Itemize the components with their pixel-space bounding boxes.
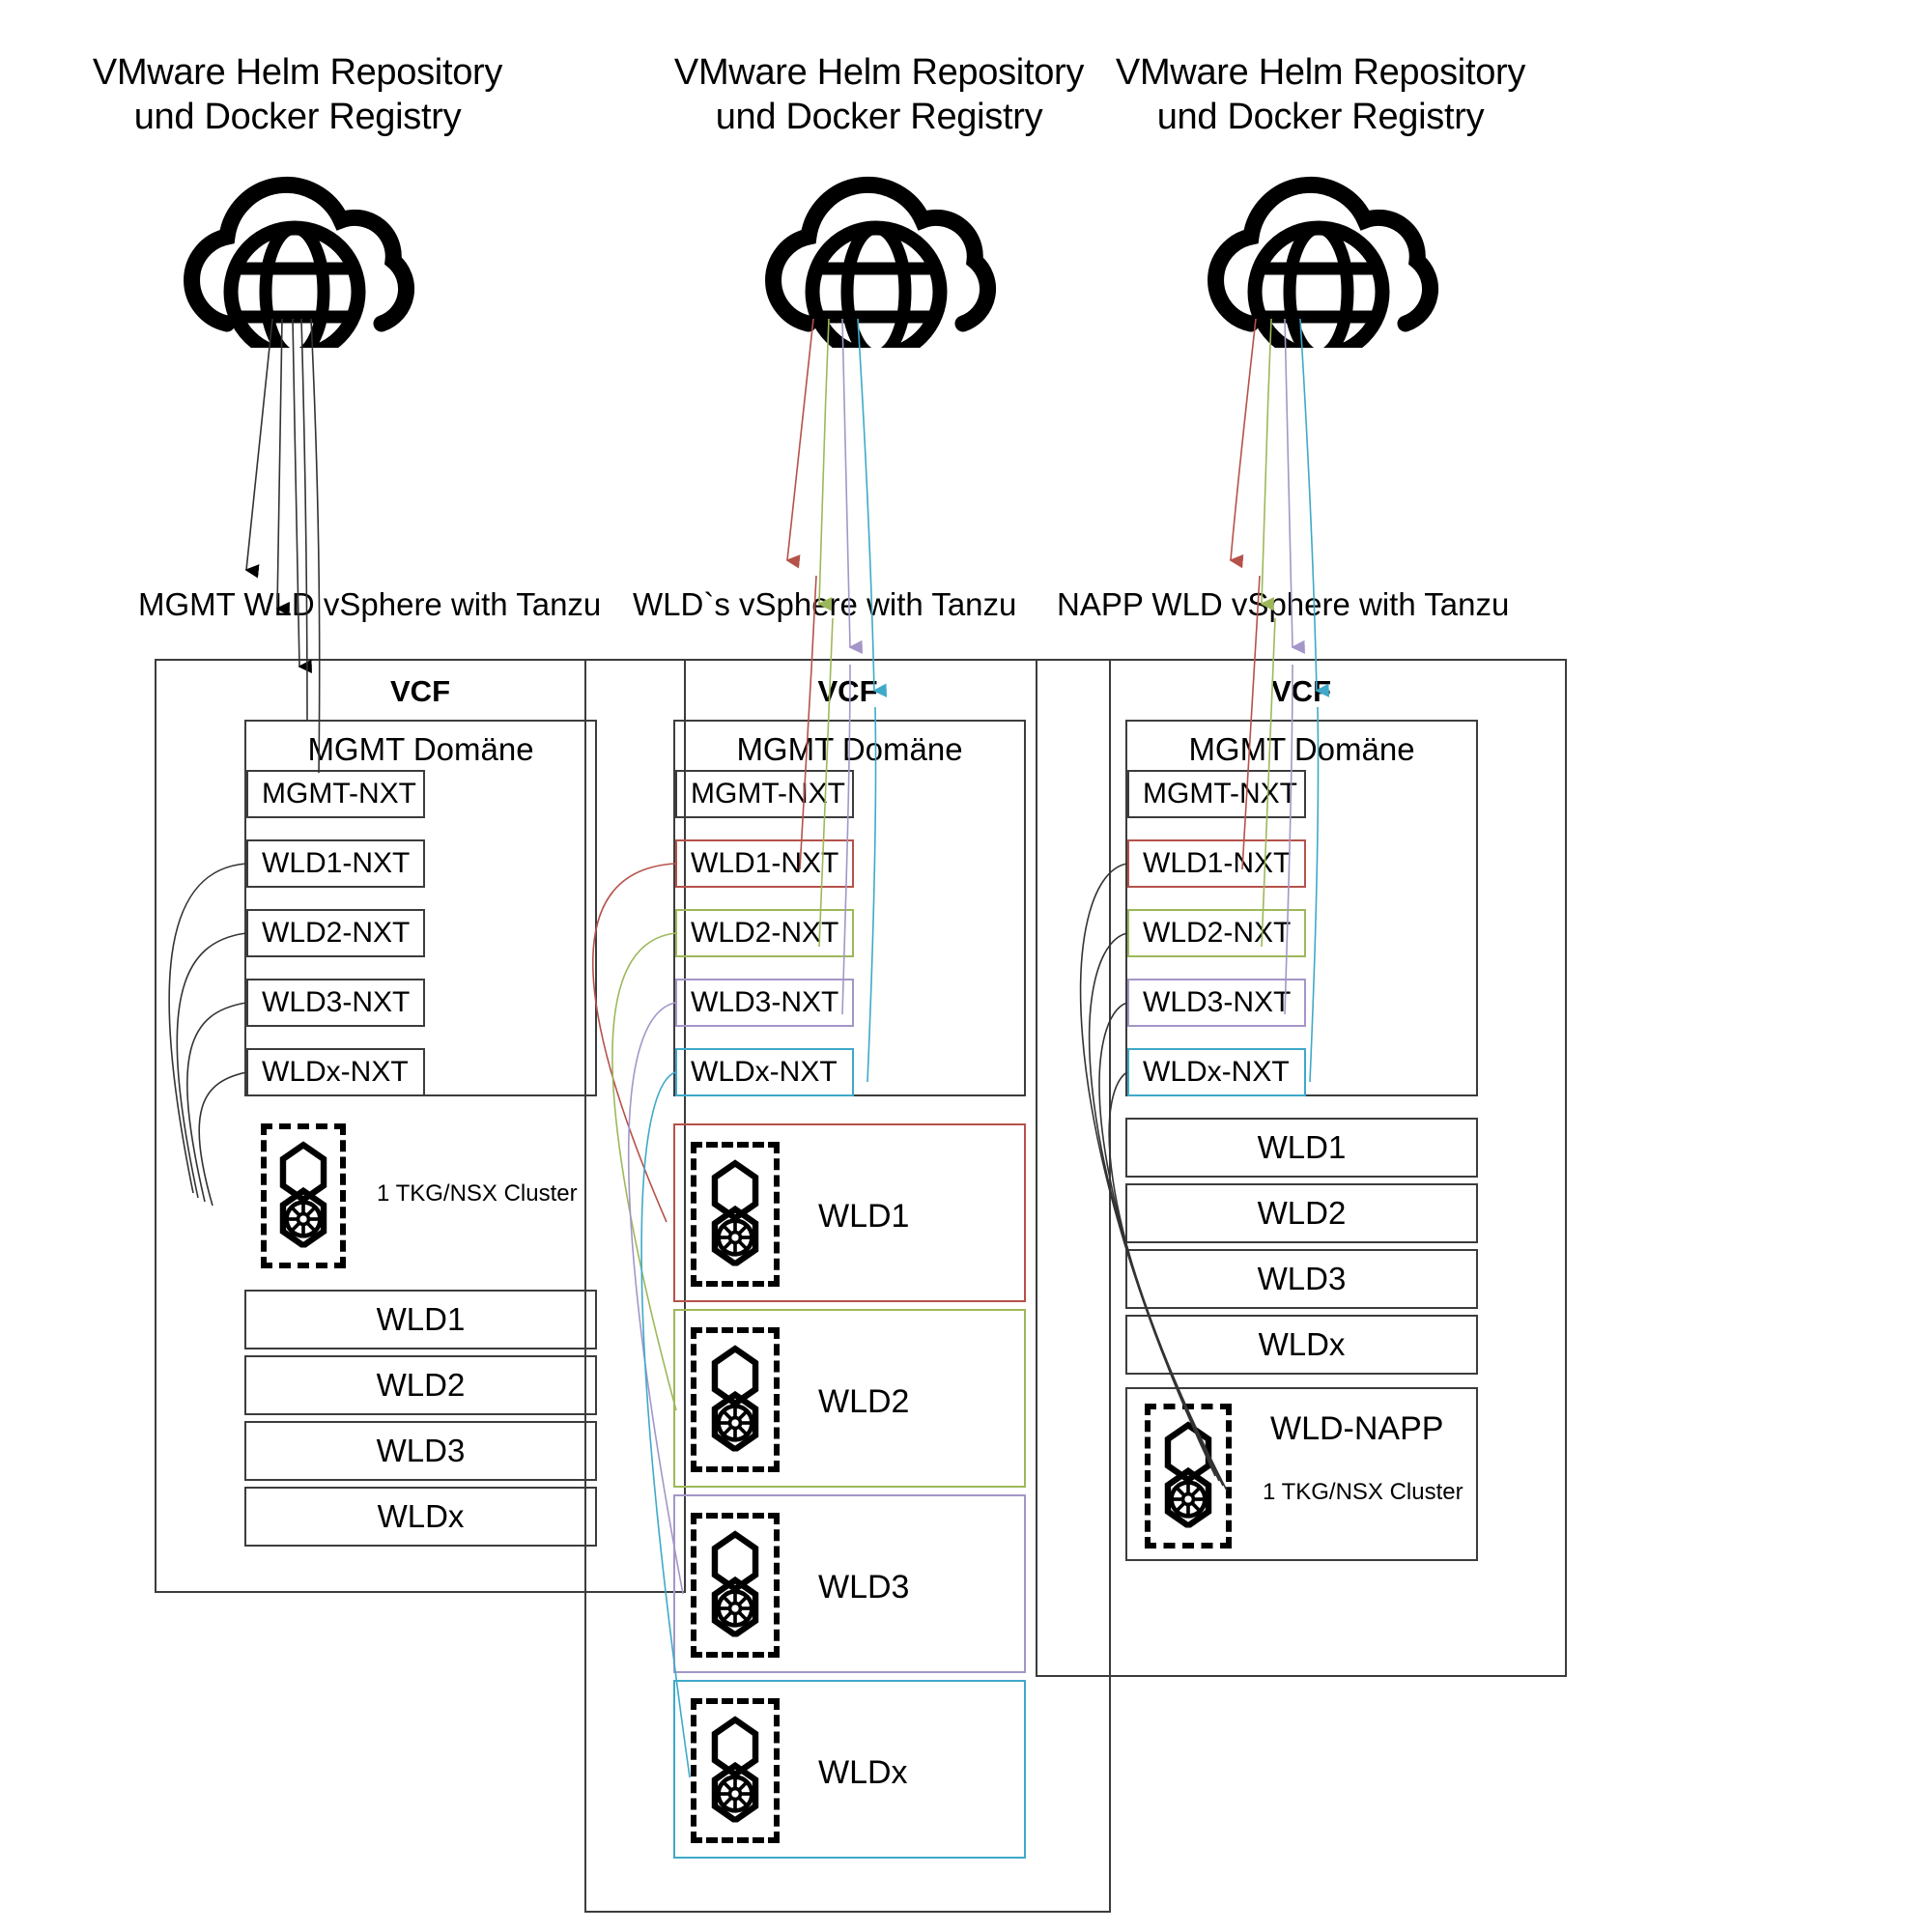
nxt-row-label: WLD1-NXT bbox=[691, 847, 839, 879]
nxt-row-wld2[interactable]: WLD2-NXT bbox=[246, 909, 425, 957]
nxt-row-label: WLD3-NXT bbox=[262, 986, 411, 1018]
cluster-title: WLD1 bbox=[818, 1198, 910, 1235]
wld-row-3[interactable]: WLD3 bbox=[244, 1421, 597, 1481]
tkg-k8s-cluster-icon bbox=[1145, 1404, 1232, 1548]
nxt-row-label: WLD3-NXT bbox=[691, 986, 839, 1018]
cloud-title: VMware Helm Repository und Docker Regist… bbox=[673, 52, 1085, 137]
nxt-row-label: MGMT-NXT bbox=[1143, 778, 1297, 810]
nxt-row-wld1[interactable]: WLD1-NXT bbox=[246, 839, 425, 888]
nxt-row-mgmt[interactable]: MGMT-NXT bbox=[675, 770, 854, 818]
wld-row-label: WLD1 bbox=[1257, 1129, 1347, 1165]
wld-row-2[interactable]: WLD2 bbox=[1125, 1183, 1478, 1243]
nxt-row-wld2[interactable]: WLD2-NXT bbox=[675, 909, 854, 957]
nxt-row-wldx[interactable]: WLDx-NXT bbox=[246, 1048, 425, 1096]
tkg-k8s-cluster-icon bbox=[691, 1698, 780, 1843]
cloud-globe-icon bbox=[731, 145, 1021, 363]
nxt-row-mgmt[interactable]: MGMT-NXT bbox=[246, 770, 425, 818]
wld-row-x[interactable]: WLDx bbox=[244, 1487, 597, 1547]
nxt-row-label: WLD3-NXT bbox=[1143, 986, 1292, 1018]
wld-row-x[interactable]: WLDx bbox=[1125, 1315, 1478, 1375]
wld-row-label: WLD1 bbox=[376, 1301, 466, 1337]
cloud-title: VMware Helm Repository und Docker Regist… bbox=[1115, 52, 1526, 137]
cloud-globe-icon bbox=[150, 145, 440, 363]
cluster-title: WLD2 bbox=[818, 1383, 910, 1420]
nxt-row-label: WLD2-NXT bbox=[1143, 917, 1292, 949]
wld-row-label: WLDx bbox=[1258, 1326, 1346, 1362]
wld-row-label: WLD2 bbox=[376, 1367, 466, 1403]
wld-row-label: WLD3 bbox=[1257, 1261, 1347, 1296]
nxt-row-label: WLDx-NXT bbox=[1143, 1056, 1290, 1088]
vcf-title: VCF bbox=[390, 674, 450, 708]
tanzu-label: MGMT WLD vSphere with Tanzu bbox=[138, 586, 602, 622]
mgmt-domain-title: MGMT Domäne bbox=[736, 731, 963, 767]
cluster-card-tkg[interactable]: 1 TKG/NSX Cluster bbox=[246, 1116, 597, 1275]
cluster-card-wldx[interactable]: WLDx bbox=[673, 1680, 1026, 1859]
nxt-row-wld1[interactable]: WLD1-NXT bbox=[675, 839, 854, 888]
cluster-card-wld1[interactable]: WLD1 bbox=[673, 1123, 1026, 1302]
cluster-subtitle: 1 TKG/NSX Cluster bbox=[1263, 1479, 1463, 1505]
tkg-k8s-cluster-icon bbox=[261, 1123, 346, 1268]
nxt-row-label: WLD1-NXT bbox=[1143, 847, 1292, 879]
wld-row-1[interactable]: WLD1 bbox=[244, 1290, 597, 1350]
wld-row-1[interactable]: WLD1 bbox=[1125, 1118, 1478, 1178]
mgmt-domain-title: MGMT Domäne bbox=[1188, 731, 1415, 767]
cloud-title: VMware Helm Repository und Docker Regist… bbox=[92, 52, 503, 137]
cluster-title: WLD3 bbox=[818, 1569, 910, 1605]
tkg-k8s-cluster-icon bbox=[691, 1142, 780, 1287]
cluster-card-wld-napp[interactable]: WLD-NAPP 1 TKG/NSX Cluster bbox=[1125, 1387, 1478, 1561]
tanzu-label: NAPP WLD vSphere with Tanzu bbox=[1057, 586, 1510, 622]
column-mgmt-wld: VMware Helm Repository und Docker Regist… bbox=[0, 0, 686, 1932]
tanzu-label: WLD`s vSphere with Tanzu bbox=[633, 586, 1017, 622]
nxt-row-wld3[interactable]: WLD3-NXT bbox=[246, 979, 425, 1027]
cluster-subtitle: 1 TKG/NSX Cluster bbox=[377, 1180, 578, 1207]
tkg-k8s-cluster-icon bbox=[691, 1513, 780, 1658]
wld-row-3[interactable]: WLD3 bbox=[1125, 1249, 1478, 1309]
cluster-card-wld3[interactable]: WLD3 bbox=[673, 1494, 1026, 1673]
nxt-row-label: WLD2-NXT bbox=[691, 917, 839, 949]
nxt-row-wld3[interactable]: WLD3-NXT bbox=[1127, 979, 1306, 1027]
nxt-row-wld1[interactable]: WLD1-NXT bbox=[1127, 839, 1306, 888]
wld-row-label: WLD2 bbox=[1257, 1195, 1347, 1231]
nxt-row-mgmt[interactable]: MGMT-NXT bbox=[1127, 770, 1306, 818]
nxt-row-label: WLD1-NXT bbox=[262, 847, 411, 879]
nxt-row-label: WLDx-NXT bbox=[262, 1056, 409, 1088]
column-napp-wld: VMware Helm Repository und Docker Regist… bbox=[1036, 0, 1657, 1932]
nxt-row-wldx[interactable]: WLDx-NXT bbox=[1127, 1048, 1306, 1096]
nxt-row-label: MGMT-NXT bbox=[691, 778, 845, 810]
nxt-row-wld2[interactable]: WLD2-NXT bbox=[1127, 909, 1306, 957]
tkg-k8s-cluster-icon bbox=[691, 1327, 780, 1472]
cloud-globe-icon bbox=[1174, 145, 1463, 363]
wld-row-label: WLDx bbox=[377, 1498, 465, 1534]
cluster-card-wld2[interactable]: WLD2 bbox=[673, 1309, 1026, 1488]
vcf-title: VCF bbox=[1271, 674, 1331, 708]
nxt-row-wld3[interactable]: WLD3-NXT bbox=[675, 979, 854, 1027]
vcf-title: VCF bbox=[817, 674, 878, 708]
nxt-row-label: WLD2-NXT bbox=[262, 917, 411, 949]
mgmt-domain-title: MGMT Domäne bbox=[307, 731, 534, 767]
nxt-row-wldx[interactable]: WLDx-NXT bbox=[675, 1048, 854, 1096]
nxt-row-label: MGMT-NXT bbox=[262, 778, 416, 810]
nxt-row-label: WLDx-NXT bbox=[691, 1056, 838, 1088]
cluster-title: WLD-NAPP bbox=[1270, 1410, 1444, 1447]
wld-row-2[interactable]: WLD2 bbox=[244, 1355, 597, 1415]
wld-row-label: WLD3 bbox=[376, 1433, 466, 1468]
cluster-title: WLDx bbox=[818, 1754, 908, 1791]
